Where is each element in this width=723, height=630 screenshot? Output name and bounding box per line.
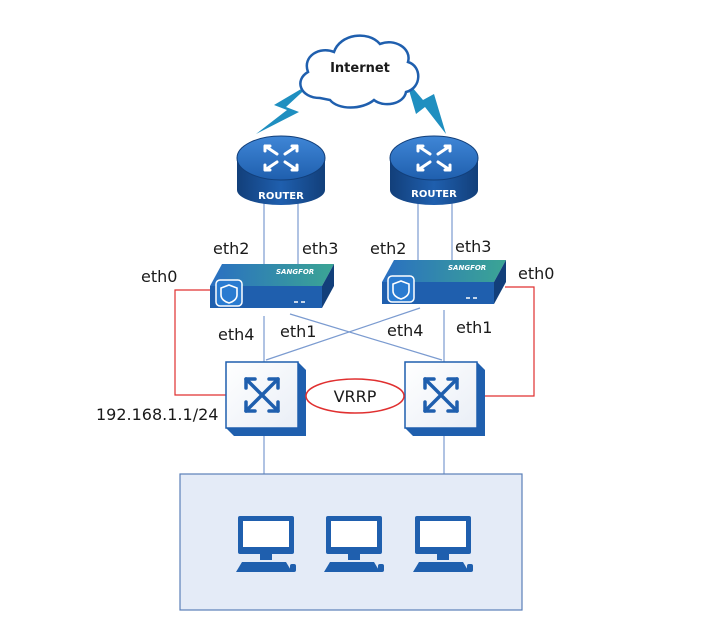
switch-right [404,361,485,436]
switch-left [225,361,306,436]
port-label-fw1-eth1: eth1 [280,322,316,341]
router-arrows-icon [263,144,299,172]
router-arrows-icon [416,144,452,172]
router-right: ROUTER [389,135,479,205]
internet-cloud: Internet [299,34,420,109]
lightning-right-icon [406,80,446,134]
link-fw1-sw2-cross [289,313,443,361]
switch-ip-label: 192.168.1.1/24 [96,405,218,424]
links [174,203,535,474]
port-label-fw1-eth4: eth4 [218,325,254,344]
firewall-right: SANGFOR [382,260,506,304]
computer-1 [236,516,296,572]
port-label-fw1-eth3: eth3 [302,239,338,258]
firewall-side [494,260,506,304]
vrrp-group: VRRP [305,378,405,414]
port-labels: eth2 eth3 eth0 eth4 eth1 eth2 eth3 eth0 … [141,237,554,344]
vrrp-label: VRRP [334,387,377,406]
cloud-label: Internet [330,61,390,76]
port-label-fw2-eth4: eth4 [387,321,423,340]
cloud-shape [299,34,420,109]
firewall-side [322,264,334,308]
computer-2 [324,516,384,572]
firewall-left: SANGFOR [210,264,334,308]
switch-arrows-icon [423,377,459,413]
port-label-fw2-eth1: eth1 [456,318,492,337]
router-label: ROUTER [411,189,457,200]
keyboard-icon [236,562,292,572]
switch-arrows-icon [244,377,280,413]
firewall-brand: SANGFOR [448,264,486,272]
link-fw2-sw1-cross [265,307,421,361]
shield-badge-icon [215,279,243,307]
router-left: ROUTER [236,135,326,205]
shield-badge-icon [387,275,415,303]
keyboard-icon [324,562,380,572]
router-label: ROUTER [258,191,304,202]
port-label-fw1-eth2: eth2 [213,239,249,258]
link-fw1-eth0 [174,289,226,396]
port-label-fw2-eth3: eth3 [455,237,491,256]
link-fw2-eth0 [482,286,535,397]
vrrp-ellipse [305,378,405,414]
computer-3 [413,516,473,572]
port-label-fw1-eth0: eth0 [141,267,177,286]
firewall-brand: SANGFOR [276,268,314,276]
port-label-fw2-eth0: eth0 [518,264,554,283]
lightning-left-icon [256,82,313,134]
port-label-fw2-eth2: eth2 [370,239,406,258]
keyboard-icon [413,562,469,572]
